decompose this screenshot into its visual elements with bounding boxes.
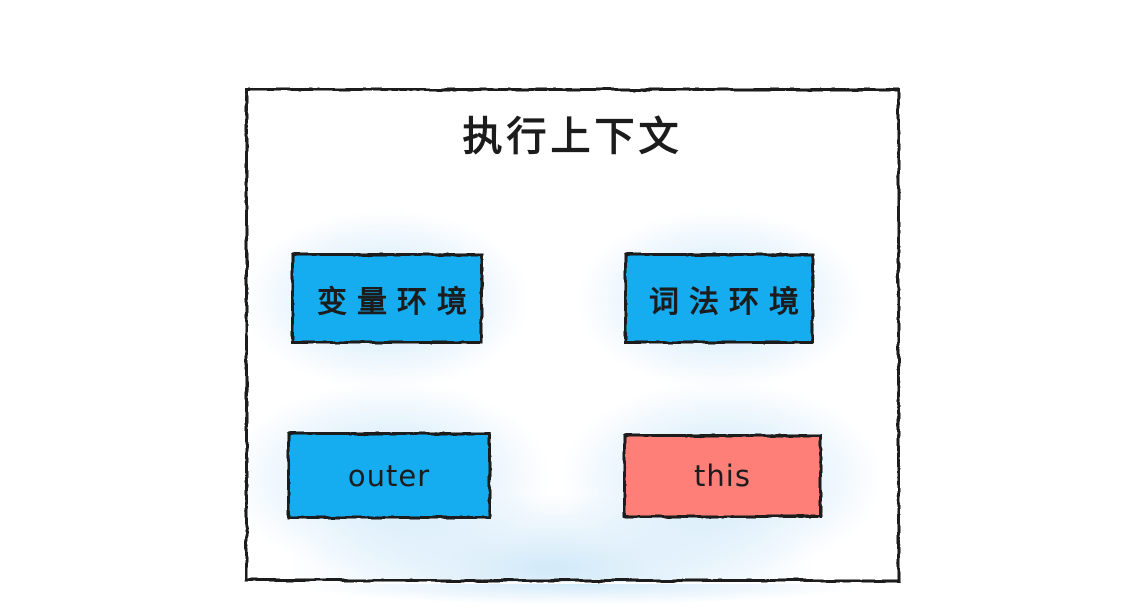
box-lexical-environment: 词法环境 — [624, 253, 814, 344]
execution-context-frame: 执行上下文 变量环境 词法环境 outer this — [245, 88, 900, 582]
frame-bottom-glow — [235, 584, 925, 612]
box-outer-label: outer — [347, 458, 431, 493]
frame-border — [245, 88, 900, 582]
box-outer: outer — [287, 432, 491, 519]
box-outer-fill — [287, 432, 491, 519]
box-this: this — [623, 434, 822, 518]
box-variable-environment-fill — [291, 253, 483, 344]
box-variable-environment: 变量环境 — [291, 253, 483, 344]
box-lexical-environment-label: 词法环境 — [649, 284, 809, 320]
box-this-label: this — [694, 459, 751, 493]
box-variable-environment-label: 变量环境 — [317, 284, 477, 320]
diagram-title: 执行上下文 — [462, 114, 683, 160]
box-this-fill — [623, 434, 822, 518]
box-lexical-environment-fill — [624, 253, 814, 344]
